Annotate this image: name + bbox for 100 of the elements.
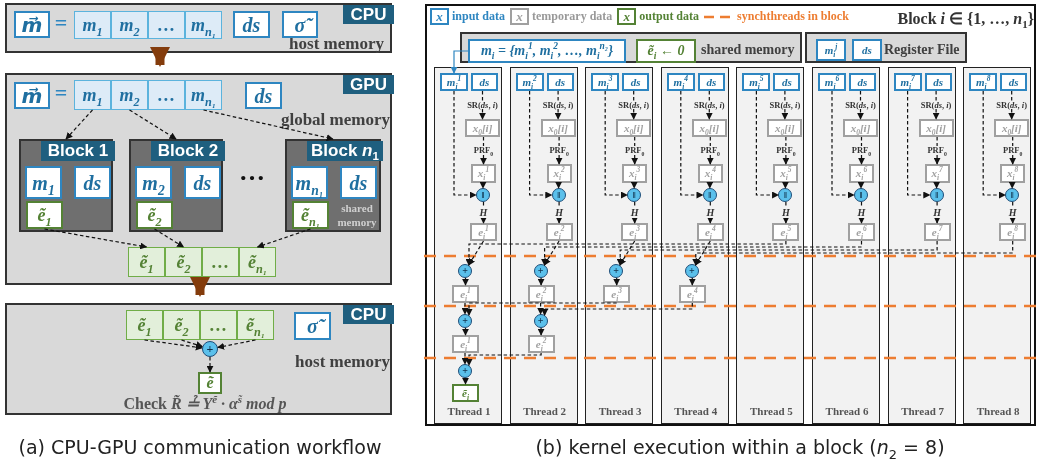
- operator-circle: ‖: [476, 188, 490, 202]
- dashed-arrow: [217, 339, 257, 350]
- memory-label: host memory: [294, 352, 390, 372]
- legend-swatch: x: [510, 8, 530, 25]
- legend-swatch: x: [430, 8, 449, 25]
- thread-label: Thread 7: [900, 405, 946, 419]
- temporary-variable-box: x$_{0}$[i]: [843, 119, 878, 137]
- dashed-arrow: [782, 136, 790, 165]
- legend-swatch: x: [617, 8, 637, 25]
- dashed-arrow: [613, 277, 621, 286]
- dashed-arrow: [541, 240, 863, 266]
- variable-box: ds: [773, 73, 801, 91]
- edge-label: SR(ds, i): [466, 100, 499, 110]
- transfer-arrow: [150, 47, 170, 67]
- operator-circle: ‖: [929, 188, 944, 202]
- dashed-arrow: [206, 356, 214, 373]
- dashed-arrow: [616, 240, 938, 266]
- dashed-arrow: [65, 109, 94, 140]
- dashed-arrow: [555, 136, 563, 165]
- dashed-arrow: [462, 327, 469, 336]
- operator-circle: +: [684, 264, 699, 278]
- vector-box: m⃗: [14, 82, 50, 109]
- dashed-arrow: [465, 302, 618, 316]
- dashed-arrow: [480, 136, 487, 165]
- edge-label: PRF$_{0}$: [548, 146, 570, 155]
- dashed-arrow: [256, 228, 312, 249]
- dashed-arrow: [180, 339, 204, 349]
- dashed-arrow: [461, 352, 469, 365]
- cpu-panel: [5, 3, 392, 53]
- variable-box: ds: [697, 73, 725, 91]
- dashed-arrow: [782, 201, 790, 224]
- array-cell: ẽ$_{1}$: [126, 310, 163, 340]
- variable-box: m$_{1}$: [25, 166, 62, 199]
- memory-label: Register File: [884, 41, 961, 59]
- dashed-arrow: [933, 136, 941, 165]
- variable-box: ds: [622, 73, 650, 91]
- thread-label: Thread 5: [748, 405, 794, 419]
- dashed-arrow: [755, 90, 780, 199]
- operator-circle: +: [533, 264, 548, 278]
- temporary-variable-box: x$_{0}$[i]: [691, 119, 727, 137]
- dashed-arrow: [143, 339, 203, 351]
- edge-label: H: [856, 207, 867, 218]
- dashed-arrow: [858, 136, 865, 165]
- operator-circle: ‖: [551, 188, 566, 202]
- arrow: [450, 50, 469, 74]
- memory-label: global memory: [279, 110, 390, 130]
- dashed-arrow: [933, 181, 941, 189]
- dashed-arrow: [453, 90, 477, 199]
- dashed-arrow: [462, 377, 469, 385]
- block-panel: [425, 4, 1036, 426]
- memory-label: shared memory: [336, 201, 378, 230]
- panel-tab: GPU: [343, 75, 394, 94]
- edge-label: PRF$_{0}$: [472, 146, 495, 155]
- operator-circle: ‖: [854, 188, 868, 202]
- legend-label: input data: [452, 9, 506, 24]
- panel-tab: CPU: [343, 305, 394, 324]
- dashed-arrow: [128, 109, 177, 140]
- register-file-panel: [805, 32, 967, 63]
- temporary-variable-box: x$_{0}$[i]: [616, 119, 652, 137]
- operator-circle: ‖: [1005, 188, 1020, 202]
- edge-label: SR(ds, i): [844, 100, 877, 110]
- edge-label: H: [932, 207, 942, 218]
- edge-label: PRF$_{0}$: [623, 146, 646, 155]
- gpu-panel: [5, 73, 392, 285]
- output-variable-box: ẽ$_{i}$ ← 0: [636, 39, 696, 63]
- edge-label: SR(ds, i): [919, 100, 953, 110]
- dashed-arrow: [604, 90, 628, 199]
- array-cell: m$_{n₁}$: [185, 11, 222, 39]
- dashed-arrow: [706, 181, 714, 189]
- temporary-variable-box: x$_{0}$[i]: [767, 119, 803, 137]
- dashed-arrow: [543, 240, 560, 266]
- variable-box: ds: [852, 39, 882, 61]
- edge-label: SR(ds, i): [692, 100, 726, 110]
- edge-label: H: [554, 207, 564, 218]
- dashed-arrow: [705, 90, 713, 120]
- thread-column: [585, 67, 654, 424]
- thread-column: [963, 67, 1032, 424]
- dashed-arrow: [907, 90, 931, 199]
- edge-label: H: [629, 207, 640, 218]
- dashed-arrow: [537, 302, 545, 315]
- dashed-arrow: [781, 90, 789, 120]
- variable-box: ds: [1000, 73, 1028, 91]
- output-variable-box: ẽ$_{i}$: [452, 384, 479, 402]
- edge-label: SR(ds, i): [995, 100, 1029, 110]
- caption: (a) CPU-GPU communication workflow: [17, 435, 383, 460]
- operator-circle: +: [609, 264, 624, 278]
- dashed-arrow: [461, 302, 469, 315]
- variable-box: ds: [233, 11, 270, 38]
- edge-label: SR(ds, i): [768, 100, 802, 110]
- dashed-arrow: [555, 181, 563, 189]
- dashed-arrow: [781, 181, 789, 189]
- thread-block-panel: [129, 139, 223, 232]
- thread-column: [736, 67, 805, 424]
- edge-label: SR(ds, i): [617, 100, 651, 110]
- edge-label: H: [781, 207, 791, 218]
- edge-label: PRF$_{0}$: [1001, 146, 1024, 155]
- variable-box: ds: [924, 73, 952, 91]
- vector-box: m⃗: [14, 11, 50, 38]
- array-cell: ẽ$_{2}$: [165, 247, 202, 277]
- dashed-arrow: [541, 302, 693, 316]
